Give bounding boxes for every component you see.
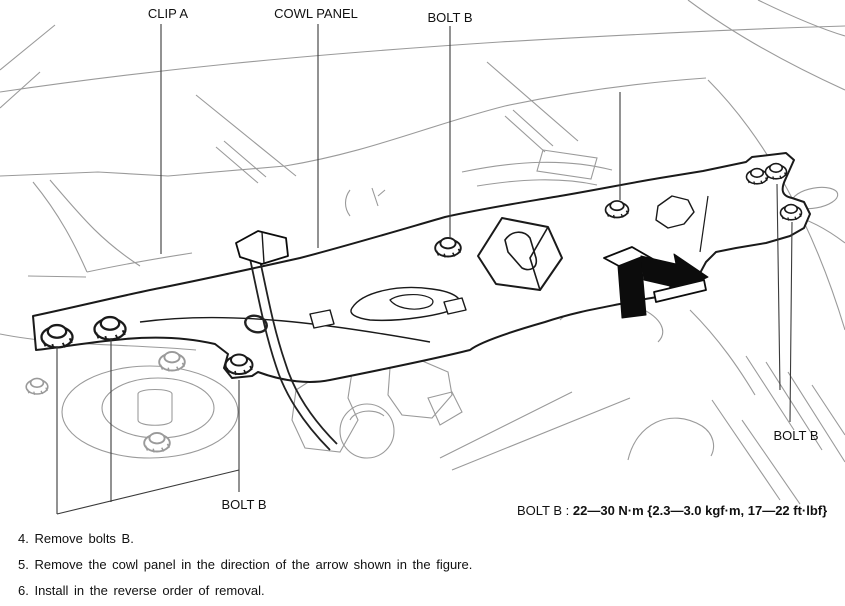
bolt-b-icon [434, 237, 462, 259]
washer-hose [235, 230, 338, 451]
label-cowl-panel: COWL PANEL [274, 6, 358, 21]
bolt-b-icon [224, 353, 254, 376]
step-6: 6. Install in the reverse order of remov… [18, 583, 265, 598]
bolt-icon-light [25, 377, 49, 396]
leader-lines [56, 24, 793, 515]
hose-clip [244, 314, 268, 334]
bolt-b-icon [745, 167, 769, 186]
panel-vent-box [477, 217, 563, 291]
removal-arrow-icon [603, 246, 709, 319]
procedure-steps: 4. Remove bolts B. 5. Remove the cowl pa… [18, 531, 472, 606]
label-clip-a: CLIP A [148, 6, 189, 21]
bolt-b-icon [764, 162, 788, 181]
torque-spec-part: BOLT B : [517, 503, 570, 518]
label-bolt-b-right: BOLT B [773, 428, 818, 443]
bolt-b-right-leaders [776, 183, 793, 423]
label-bolt-b-bottom: BOLT B [221, 497, 266, 512]
car-body-lines [0, 0, 845, 505]
bolt-icon-light [158, 351, 186, 373]
bolt-icon-light [143, 432, 171, 454]
bracket-cutout [655, 195, 695, 229]
torque-spec-value: 22—30 N·m {2.3—3.0 kgf·m, 17—22 ft·lbf} [572, 503, 828, 518]
label-bolt-b-top: BOLT B [427, 10, 472, 25]
bolt-b-icon [40, 323, 74, 350]
step-5: 5. Remove the cowl panel in the directio… [18, 557, 473, 572]
oil-cap [339, 403, 395, 459]
bolt-b-icon [93, 315, 127, 342]
torque-spec: BOLT B : 22—30 N·m {2.3—3.0 kgf·m, 17—22… [517, 503, 827, 518]
bolt-b-icon [604, 200, 630, 220]
step-4: 4. Remove bolts B. [18, 531, 134, 546]
hose-connector [235, 230, 289, 265]
bolt-b-icon [779, 203, 803, 222]
cowl-panel-removal-diagram: CLIP A COWL PANEL BOLT B BOLT B BOLT B [0, 0, 845, 515]
bolt-b-bottom-leaders [56, 338, 240, 515]
